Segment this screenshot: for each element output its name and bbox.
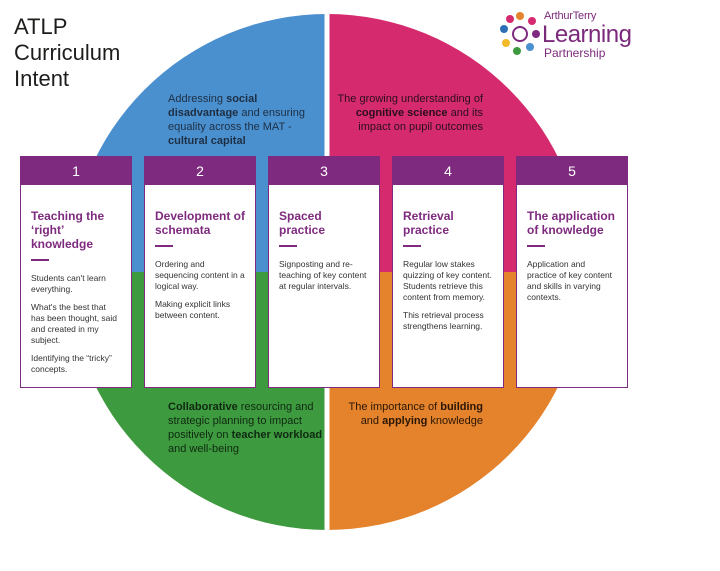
qtl-bold-2: cultural capital	[168, 135, 246, 147]
card-4: 4 Retrieval practice Regular low stakes …	[392, 156, 504, 388]
qtl-text-2: and ensuring equality across the MAT -	[168, 107, 305, 133]
card-body-line: Signposting and re-teaching of key conte…	[279, 259, 367, 291]
card-body: Students can't learn everything. What's …	[31, 273, 121, 375]
card-body-line: This retrieval process strengthens learn…	[403, 310, 484, 331]
card-heading: Retrieval practice	[403, 209, 454, 237]
logo-brand-sub: Partnership	[544, 46, 606, 60]
card-heading: Spaced practice	[279, 209, 326, 237]
qtr-text-2: and its impact on pupil outcomes	[358, 107, 483, 133]
card-body-line: What's the best that has been thought, s…	[31, 302, 118, 345]
card-heading: Teaching the ‘right’ knowledge	[31, 209, 105, 251]
quadrant-text-top-left: Addressing social disadvantage and ensur…	[168, 92, 318, 148]
card-body: Ordering and sequencing content in a log…	[155, 259, 245, 321]
qbr-text-2: and	[360, 415, 383, 427]
qbr-bold-2: applying	[382, 415, 428, 427]
card-heading: Development of schemata	[155, 209, 246, 237]
card-3: 3 Spaced practice Signposting and re-tea…	[268, 156, 380, 388]
card-body-line: Application and practice of key content …	[527, 259, 613, 302]
card-rule	[279, 245, 297, 247]
qbl-text-1: resourcing and strategic planning to imp…	[168, 401, 314, 441]
quadrant-text-bottom-right: The importance of building and applying …	[338, 400, 483, 428]
qbr-text-3: knowledge	[427, 415, 483, 427]
quadrant-bottom-left	[69, 272, 327, 530]
card-rule	[403, 245, 421, 247]
logo-brand-large: Learning	[542, 21, 632, 48]
card-body: Regular low stakes quizzing of key conte…	[403, 259, 493, 332]
card-body-line: Regular low stakes quizzing of key conte…	[403, 259, 492, 302]
card-body-line: Making explicit links between content.	[155, 299, 231, 320]
card-body-line: Students can't learn everything.	[31, 273, 106, 294]
card-body-line: Ordering and sequencing content in a log…	[155, 259, 245, 291]
card-number: 2	[145, 157, 255, 185]
qtr-text-1: The growing understanding of	[337, 93, 483, 105]
card-rule	[31, 259, 49, 261]
card-body: Signposting and re-teaching of key conte…	[279, 259, 369, 292]
card-5: 5 The application of knowledge Applicati…	[516, 156, 628, 388]
card-rule	[155, 245, 173, 247]
card-number: 3	[269, 157, 379, 185]
card-number: 4	[393, 157, 503, 185]
card-1: 1 Teaching the ‘right’ knowledge Student…	[20, 156, 132, 388]
card-heading: The application of knowledge	[527, 209, 616, 237]
atlp-logo: ArthurTerry Learning Partnership	[498, 8, 638, 60]
page-title: ATLP Curriculum Intent	[14, 14, 174, 92]
title-line-2: Curriculum	[14, 40, 121, 65]
quadrant-top-left	[69, 14, 327, 272]
qtl-bold-1: social disadvantage	[168, 93, 258, 119]
qbl-text-2: and well-being	[168, 443, 239, 455]
card-2: 2 Development of schemata Ordering and s…	[144, 156, 256, 388]
card-number: 5	[517, 157, 627, 185]
quadrant-text-bottom-left: Collaborative resourcing and strategic p…	[168, 400, 323, 456]
card-rule	[527, 245, 545, 247]
title-line-1: ATLP	[14, 14, 68, 39]
logo-figures-icon	[500, 12, 540, 55]
qbr-text-1: The importance of	[348, 401, 441, 413]
qtr-bold-1: cognitive science	[355, 107, 448, 119]
card-body-line: Identifying the “tricky” concepts.	[31, 353, 112, 374]
card-body: Application and practice of key content …	[527, 259, 617, 303]
quadrant-text-top-right: The growing understanding of cognitive s…	[333, 92, 483, 134]
qbl-bold-2: teacher workload	[231, 429, 323, 441]
card-number: 1	[21, 157, 131, 185]
qbr-bold-1: building	[440, 401, 483, 413]
qbl-bold-1: Collaborative	[168, 401, 238, 413]
qtl-text-1: Addressing	[168, 93, 227, 105]
title-line-3: Intent	[14, 66, 70, 91]
logo-brand-small: ArthurTerry	[544, 10, 597, 22]
